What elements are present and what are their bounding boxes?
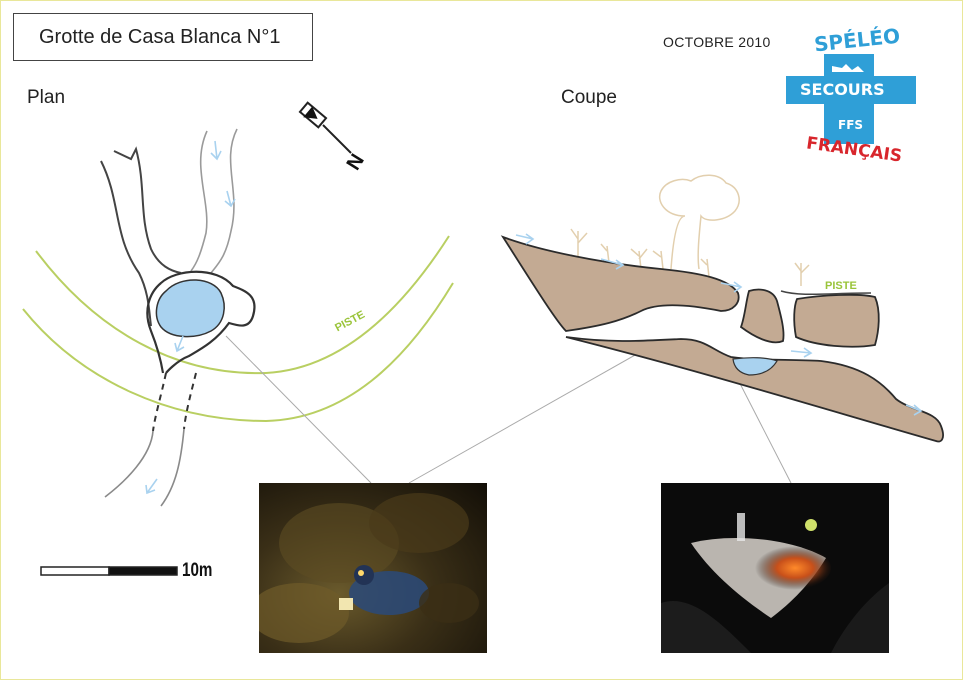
speleo-secours-logo: SPÉLÉO SECOURS FFS FRANÇAIS (786, 24, 916, 171)
cave-title: Grotte de Casa Blanca N°1 (13, 13, 313, 61)
scale-label: 10m (182, 560, 213, 581)
plan-gallery-outline-left (113, 146, 182, 274)
coupe-upper-rock (500, 235, 740, 332)
plan-dashed-passage-left (152, 372, 167, 432)
plan-flow-arrow-3 (174, 335, 185, 353)
plan-piste-line-inner (22, 282, 454, 423)
coupe-flow-arrows (515, 233, 923, 416)
logo-sub-text: FFS (838, 118, 864, 132)
coupe-lake (732, 357, 778, 376)
plan-lower-passage-right (160, 428, 185, 507)
leader-line-coupe-to-plan-photo (408, 345, 652, 484)
plan-chamber-outline (146, 270, 256, 374)
logo-cross-shape (786, 54, 916, 144)
coupe-label: Coupe (561, 87, 617, 108)
plan-flow-arrow-1 (210, 140, 222, 161)
logo-middle-text: SECOURS (800, 80, 885, 99)
leader-line-plan-photo (225, 335, 372, 484)
coupe-lower-rock (565, 336, 944, 443)
plan-stream-gallery-right-wall (210, 128, 238, 274)
plan-lake (155, 279, 225, 338)
plan-flow-arrow-4 (145, 478, 158, 495)
coupe-right-block (793, 293, 880, 348)
plan-lower-passage-left (104, 430, 154, 498)
surface-vegetation (570, 174, 810, 286)
cave-photo-lake (661, 483, 889, 653)
survey-date: OCTOBRE 2010 (663, 34, 771, 50)
plan-piste-line-outer (35, 235, 450, 375)
cave-title-text: Grotte de Casa Blanca N°1 (39, 25, 281, 48)
plan-stream-gallery-left-wall (190, 130, 208, 272)
coupe-middle-pillar (739, 288, 785, 344)
cave-photo-explorer (259, 483, 487, 653)
piste-coupe-label: PISTE (825, 280, 857, 292)
north-arrow (298, 101, 352, 154)
plan-dashed-passage-right (183, 372, 197, 430)
plan-gallery-outline-left-outer (100, 160, 152, 327)
plan-flow-arrow-2 (224, 190, 236, 208)
coupe-piste-line (780, 290, 872, 296)
plan-label: Plan (27, 87, 66, 108)
scale-bar (40, 566, 178, 576)
leader-line-coupe-photo (730, 365, 792, 484)
